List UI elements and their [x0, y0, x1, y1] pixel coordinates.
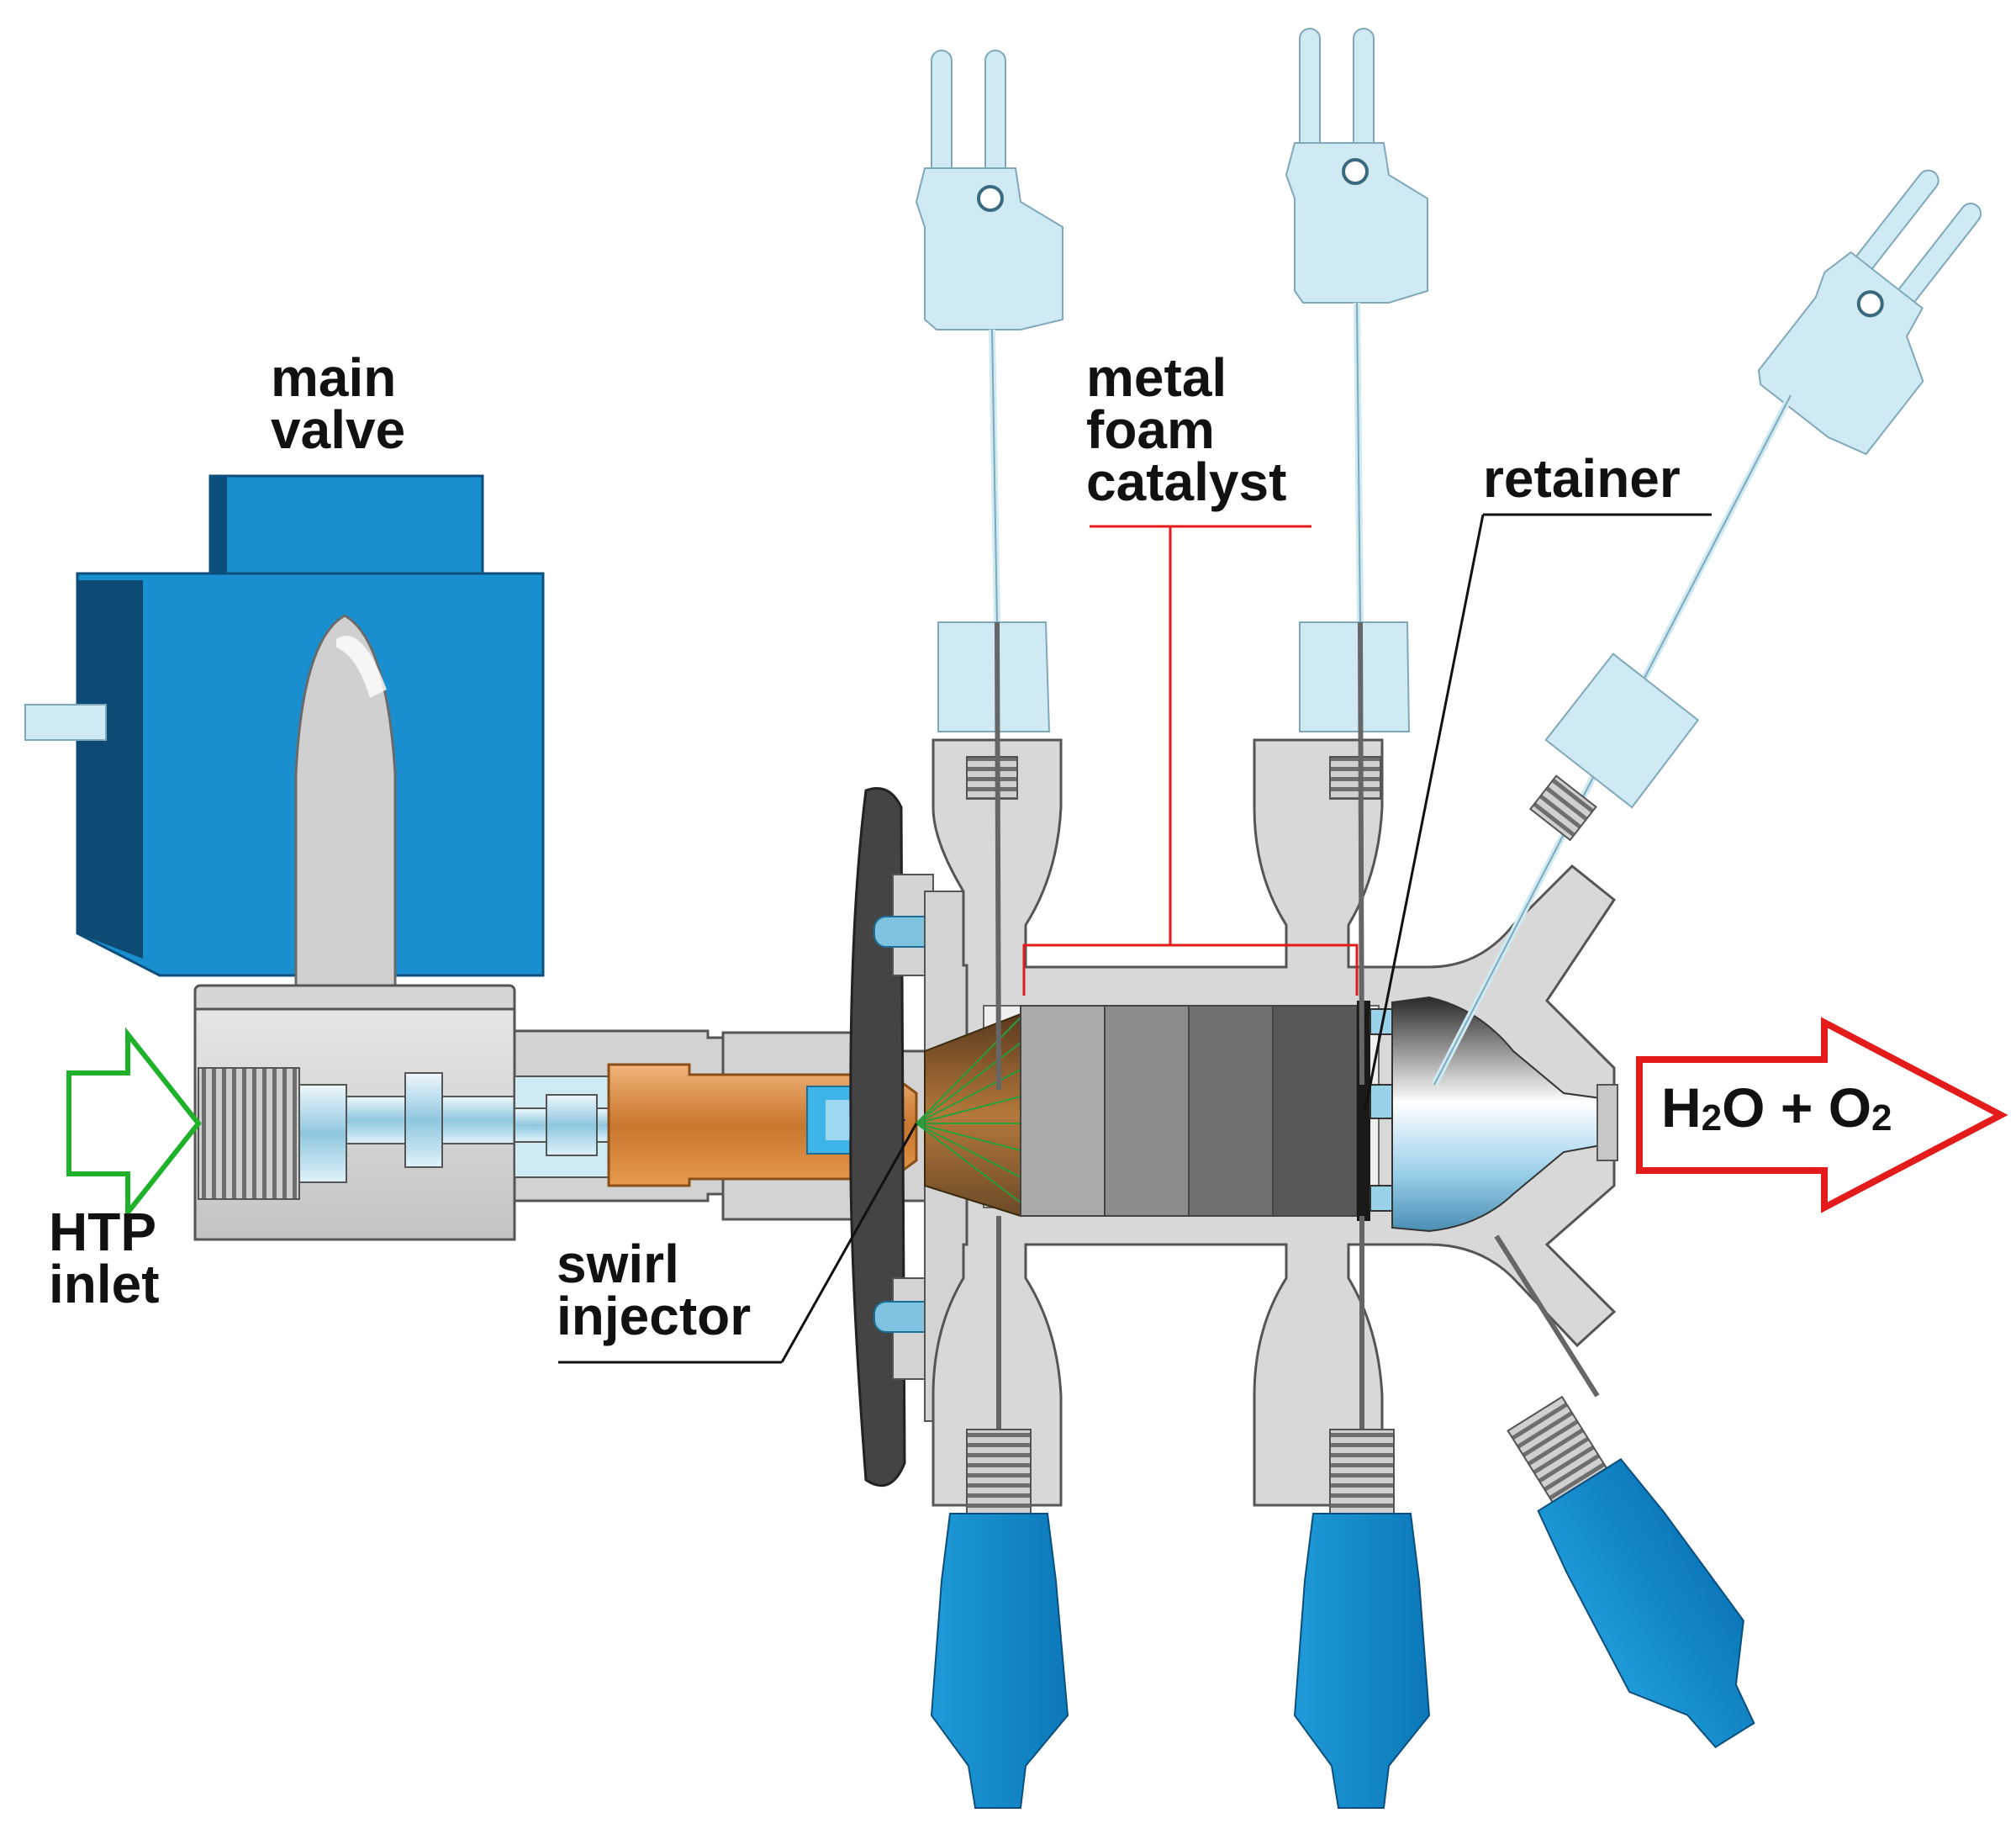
spray-pattern — [916, 1017, 1021, 1203]
swirl-injector-label: swirl injector — [557, 1234, 752, 1346]
main-valve — [24, 474, 545, 1002]
swirl-injector-leader — [558, 1123, 918, 1364]
inlet-arrow — [66, 1027, 202, 1220]
catalyst-bracket — [1022, 525, 1359, 996]
catalyst-disk-1 — [1020, 1005, 1106, 1217]
catalyst-disk-3 — [1188, 1005, 1274, 1217]
exhaust-middle: O + O — [1722, 1076, 1872, 1139]
outlet-arrow — [1636, 1017, 2008, 1213]
retainer-leader — [1364, 513, 1712, 1111]
exhaust-products-label: H2O + O2 — [1661, 1080, 1892, 1144]
htp-inlet-label: HTP inlet — [49, 1202, 160, 1314]
pressure-sensor-3 — [1494, 1234, 1755, 1749]
valve-coil-dark-side — [77, 580, 143, 959]
valve-coil-top-shadow — [210, 476, 227, 573]
valve-coil-top — [208, 474, 484, 575]
pressure-sensor-1 — [930, 1216, 1069, 1809]
inlet-thread — [198, 1067, 300, 1200]
valve-body — [193, 984, 516, 1241]
pressure-sensor-2 — [1293, 1216, 1431, 1809]
main-valve-label: main valve — [271, 347, 406, 460]
valve-armature-highlight — [336, 636, 387, 698]
thermocouple-3 — [1431, 169, 1982, 1086]
catalyst-disk-2 — [1104, 1005, 1190, 1217]
catalyst-disk-4 — [1272, 1005, 1358, 1217]
exhaust-h: H — [1661, 1076, 1702, 1139]
exhaust-o-subscript: 2 — [1871, 1097, 1892, 1139]
valve-armature — [294, 614, 397, 1002]
thermocouple-2 — [1285, 28, 1428, 1086]
metal-foam-catalyst — [1020, 1005, 1358, 1217]
metal-foam-catalyst-label: metal foam catalyst — [1086, 347, 1287, 512]
retainer-label: retainer — [1483, 448, 1681, 509]
valve-connector-pin — [24, 704, 107, 741]
thermocouple-1 — [915, 50, 1063, 1091]
exhaust-h-subscript: 2 — [1701, 1097, 1723, 1139]
